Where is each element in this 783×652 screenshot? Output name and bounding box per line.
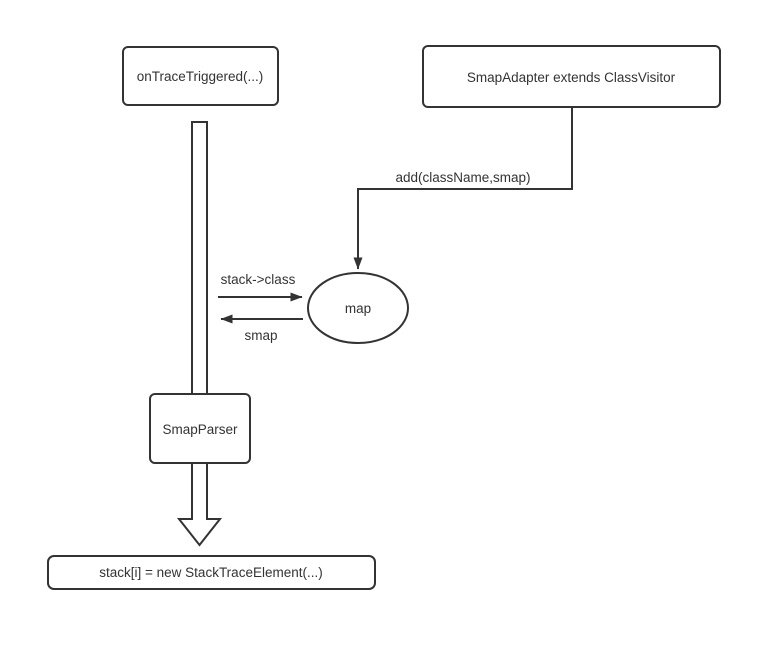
node-stack-trace-element-shape bbox=[47, 555, 376, 590]
node-smap-adapter: SmapAdapter extends ClassVisitor bbox=[422, 45, 721, 108]
node-smap-parser-shape bbox=[149, 393, 251, 464]
node-smap-adapter-shape bbox=[422, 45, 721, 108]
node-smap-parser-label: SmapParser bbox=[162, 422, 238, 437]
lifeline-block-arrow bbox=[176, 121, 223, 547]
node-smap-adapter-label: SmapAdapter extends ClassVisitor bbox=[467, 70, 676, 85]
node-map-label: map bbox=[345, 301, 371, 316]
edge-label-smap-return: smap bbox=[244, 328, 277, 343]
node-stack-trace-element-label: stack[i] = new StackTraceElement(...) bbox=[99, 565, 322, 580]
node-on-trace-triggered-shape bbox=[122, 46, 279, 106]
edge-add-call bbox=[353, 108, 573, 270]
node-map: map bbox=[307, 272, 409, 344]
node-on-trace-triggered-label: onTraceTriggered(...) bbox=[137, 69, 264, 84]
edge-label-add-call: add(className,smap) bbox=[395, 170, 530, 185]
node-map-shape bbox=[307, 272, 409, 344]
node-stack-trace-element: stack[i] = new StackTraceElement(...) bbox=[47, 555, 376, 590]
edge-label-stack-to-class: stack->class bbox=[221, 272, 296, 287]
node-on-trace-triggered: onTraceTriggered(...) bbox=[122, 46, 279, 106]
node-smap-parser: SmapParser bbox=[149, 393, 251, 464]
